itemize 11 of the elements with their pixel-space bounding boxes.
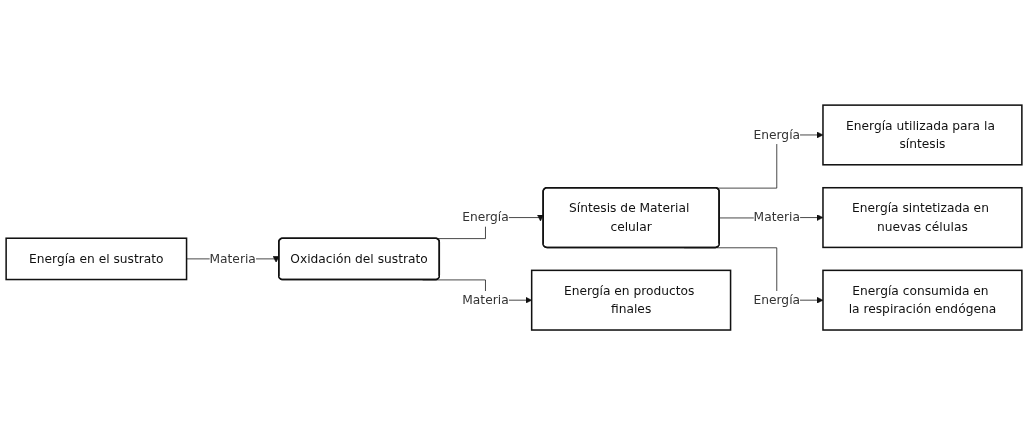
node-box: Energía en productos finales <box>530 270 732 332</box>
edge-label: Materia <box>209 251 256 267</box>
edge-label: Materia <box>462 292 509 308</box>
node-box: Energía utilizada para la síntesis <box>822 104 1023 166</box>
node-box: Energía consumida en la respiración endógena <box>822 270 1023 332</box>
edge-label: Energía <box>753 127 801 143</box>
edge-label: Materia <box>753 210 800 225</box>
node-box: Energía sintetizada en nuevas células <box>822 187 1023 249</box>
node-box: Energía en el sustrato <box>5 237 188 281</box>
edge-label: Energía <box>462 210 509 225</box>
edge-label: Energía <box>753 292 801 308</box>
